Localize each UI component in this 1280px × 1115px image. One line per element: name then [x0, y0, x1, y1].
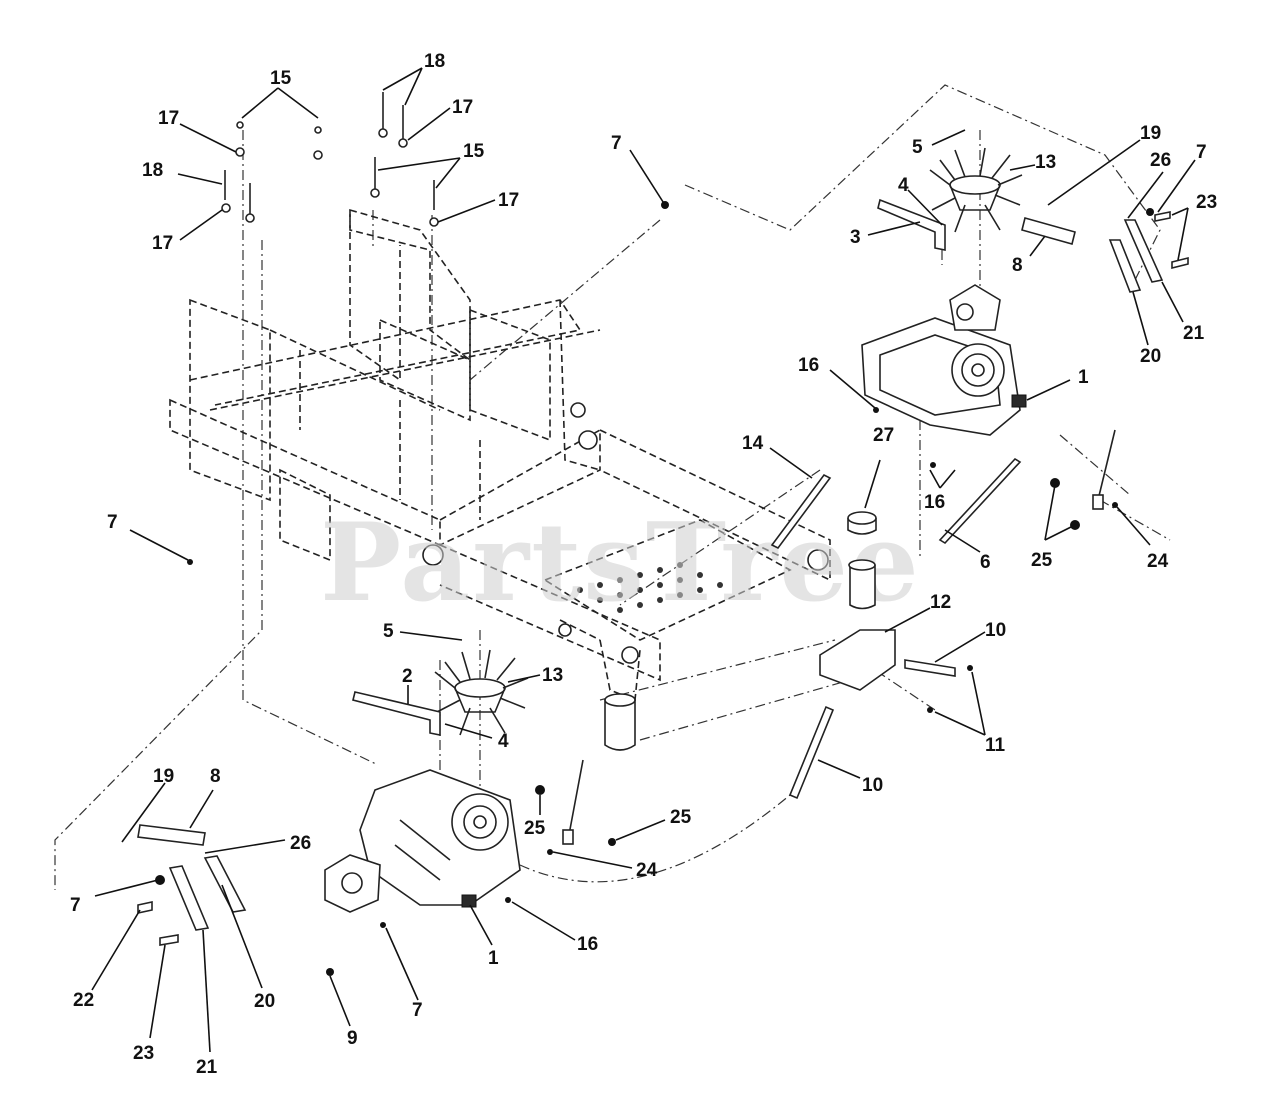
callout-16: 16: [798, 355, 819, 376]
callout-14: 14: [742, 433, 764, 454]
callout-16: 16: [924, 492, 945, 513]
right-cooling-fan: [929, 147, 1023, 233]
callout-10: 10: [862, 775, 883, 796]
callout-10: 10: [985, 620, 1006, 641]
callout-17: 17: [498, 190, 519, 211]
callout-21: 21: [196, 1057, 218, 1078]
callout-5: 5: [383, 621, 394, 642]
callout-26: 26: [1150, 150, 1171, 171]
callout-26: 26: [290, 833, 311, 854]
callout-23: 23: [133, 1043, 154, 1064]
callout-17: 17: [152, 233, 173, 254]
callout-labels: 15 18 17 18 17 17 15 17 7 5 13 19 26 7 2…: [70, 51, 1217, 1078]
callout-15: 15: [270, 68, 292, 89]
callout-25: 25: [1031, 550, 1053, 571]
watermark-text: PartsTree: [320, 500, 921, 626]
left-transaxle: [324, 769, 521, 913]
chassis-frame: [169, 208, 831, 702]
callout-19: 19: [153, 766, 174, 787]
callout-24: 24: [1147, 551, 1169, 572]
callout-20: 20: [254, 991, 275, 1012]
callout-13: 13: [1035, 152, 1056, 173]
callout-15: 15: [463, 141, 485, 162]
callout-24: 24: [636, 860, 658, 881]
callout-8: 8: [1012, 255, 1023, 276]
callout-13: 13: [542, 665, 563, 686]
callout-25: 25: [670, 807, 692, 828]
callout-7: 7: [1196, 142, 1207, 163]
callout-2: 2: [402, 666, 413, 687]
left-cooling-fan: [434, 649, 529, 736]
callout-25: 25: [524, 818, 546, 839]
callout-18: 18: [424, 51, 445, 72]
callout-11: 11: [985, 735, 1006, 756]
callout-5: 5: [912, 137, 923, 158]
leader-lines: [91, 67, 1196, 1053]
reservoir-tank: [819, 511, 896, 691]
callout-1: 1: [1078, 367, 1089, 388]
callout-27: 27: [873, 425, 894, 446]
callout-7: 7: [107, 512, 118, 533]
callout-20: 20: [1140, 346, 1161, 367]
callout-8: 8: [210, 766, 221, 787]
callout-1: 1: [488, 948, 499, 969]
callout-7: 7: [412, 1000, 423, 1021]
callout-3: 3: [850, 227, 861, 248]
callout-19: 19: [1140, 123, 1161, 144]
filter-canister: [604, 693, 636, 751]
callout-18: 18: [142, 160, 163, 181]
callout-22: 22: [73, 990, 94, 1011]
callout-4: 4: [898, 175, 909, 196]
callout-21: 21: [1183, 323, 1205, 344]
callout-12: 12: [930, 592, 951, 613]
callout-9: 9: [347, 1028, 358, 1049]
callout-16: 16: [577, 934, 598, 955]
small-parts: [137, 92, 1189, 946]
callout-7: 7: [70, 895, 81, 916]
callout-7: 7: [611, 133, 622, 154]
callout-17: 17: [158, 108, 179, 129]
callout-6: 6: [980, 552, 991, 573]
hardware-dots: [155, 201, 1154, 976]
right-transaxle: [861, 284, 1027, 436]
callout-4: 4: [498, 731, 509, 752]
callout-17: 17: [452, 97, 473, 118]
callout-23: 23: [1196, 192, 1217, 213]
